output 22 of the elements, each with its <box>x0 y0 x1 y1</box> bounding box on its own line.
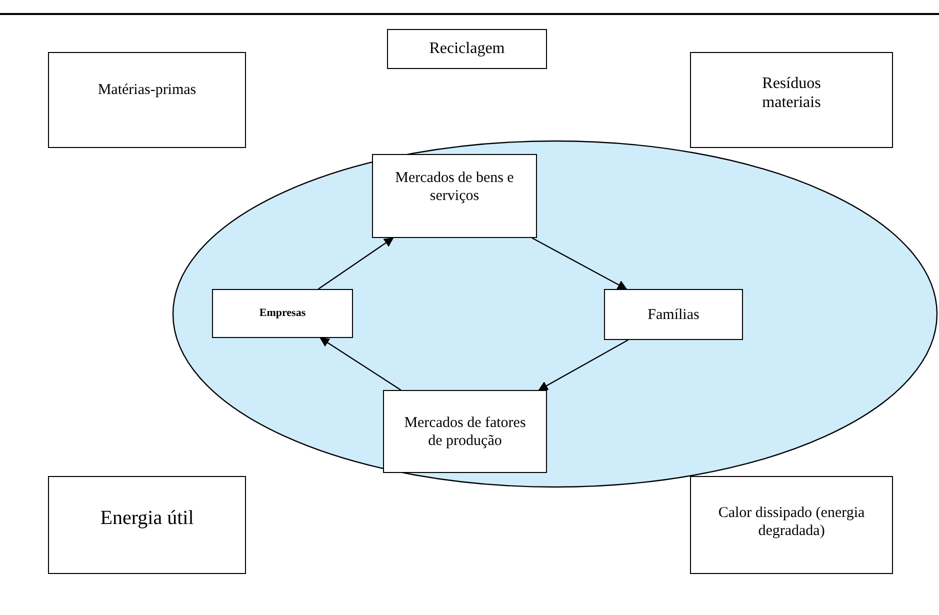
label-box <box>372 154 537 238</box>
label-box <box>690 476 893 574</box>
label-box <box>690 52 893 148</box>
box-label: Mercados de bens e serviços <box>394 169 515 205</box>
box-label: Resíduos materiais <box>761 74 822 112</box>
box-label: Calor dissipado (energia degradada) <box>717 504 866 540</box>
box-label: Matérias-primas <box>98 81 196 99</box>
box-label: Energia útil <box>100 506 194 530</box>
label-box <box>212 289 353 338</box>
label-box <box>604 289 743 340</box>
box-label: Famílias <box>648 306 700 324</box>
arrow <box>320 337 402 390</box>
box-label: Reciclagem <box>429 39 505 59</box>
label-box <box>48 52 246 148</box>
arrow <box>532 237 628 290</box>
label-box <box>387 29 547 69</box>
box-label: Empresas <box>259 306 306 320</box>
arrow <box>538 339 628 391</box>
box-label: Mercados de fatores de produção <box>404 414 526 450</box>
label-box <box>48 476 246 574</box>
arrow <box>318 237 394 290</box>
label-box <box>383 390 547 473</box>
